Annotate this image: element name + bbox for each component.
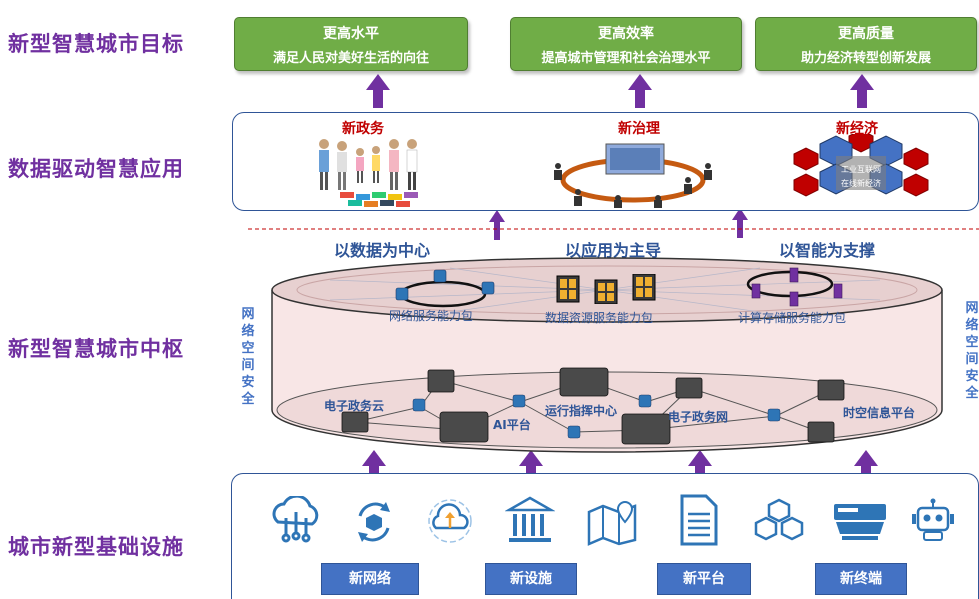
infra-button-network: 新网络 [321, 563, 419, 595]
principle-label: 以数据为中心 [334, 241, 431, 260]
pack-label: 数据资源服务能力包 [545, 311, 654, 325]
server-device-icon [834, 504, 886, 540]
governance-icon [554, 143, 712, 208]
arrow-up-icon [489, 210, 505, 240]
infra-button-facility: 新设施 [485, 563, 577, 595]
family-icon [319, 139, 418, 207]
app-title: 新治理 [618, 121, 660, 137]
map-pin-icon [587, 500, 637, 546]
principle-label: 以应用为主导 [565, 241, 662, 260]
goal-title: 更高质量 [838, 26, 894, 42]
row-label-infra: 城市新型基础设施 [8, 535, 184, 559]
security-label-left: 网 络 空 间 安 全 [241, 307, 255, 407]
goal-box-1: 更高水平 满足人民对美好生活的向往 [234, 17, 468, 71]
security-label-right: 网 络 空 间 安 全 [965, 301, 979, 401]
node-label: AI平台 [493, 418, 531, 432]
row-label-apps: 数据驱动智慧应用 [8, 157, 184, 181]
node-label: 电子政务云 [324, 399, 385, 413]
economy-hex-icon: 工业互联网 在线新经济 [793, 134, 929, 197]
compute-node-icons [751, 267, 843, 307]
goal-title: 更高效率 [598, 26, 654, 42]
sync-cube-icon [358, 502, 390, 542]
hex-label: 工业互联网 [841, 164, 881, 174]
app-title: 新经济 [836, 121, 878, 137]
robot-icon [912, 498, 954, 541]
cloud-network-icon [272, 496, 319, 543]
app-title: 新政务 [342, 121, 384, 137]
goal-desc: 助力经济转型创新发展 [800, 51, 931, 66]
pack-label: 计算存储服务能力包 [738, 311, 847, 325]
document-icon [680, 494, 718, 546]
goal-desc: 满足人民对美好生活的向往 [272, 51, 429, 66]
node-label: 时空信息平台 [843, 406, 916, 420]
cubes-icon [754, 498, 804, 541]
goal-box-2: 更高效率 提高城市管理和社会治理水平 [510, 17, 742, 71]
row-label-goals: 新型智慧城市目标 [8, 32, 184, 56]
bank-building-icon [505, 496, 555, 542]
principle-label: 以智能为支撑 [779, 241, 876, 260]
arrow-up-icon [732, 208, 748, 238]
hex-label: 在线新经济 [841, 178, 881, 188]
infra-button-platform: 新平台 [657, 563, 751, 595]
node-label: 电子政务网 [668, 410, 729, 424]
node-label: 运行指挥中心 [545, 404, 618, 418]
cloud-upload-icon [428, 499, 472, 543]
infra-button-terminal: 新终端 [815, 563, 907, 595]
goal-desc: 提高城市管理和社会治理水平 [541, 51, 711, 66]
goal-title: 更高水平 [323, 26, 379, 42]
server-rack-icon [556, 274, 656, 304]
pack-label: 网络服务能力包 [389, 309, 474, 323]
row-label-hub: 新型智慧城市中枢 [8, 337, 184, 361]
goal-box-3: 更高质量 助力经济转型创新发展 [755, 17, 977, 71]
network-node-icons [395, 269, 495, 301]
